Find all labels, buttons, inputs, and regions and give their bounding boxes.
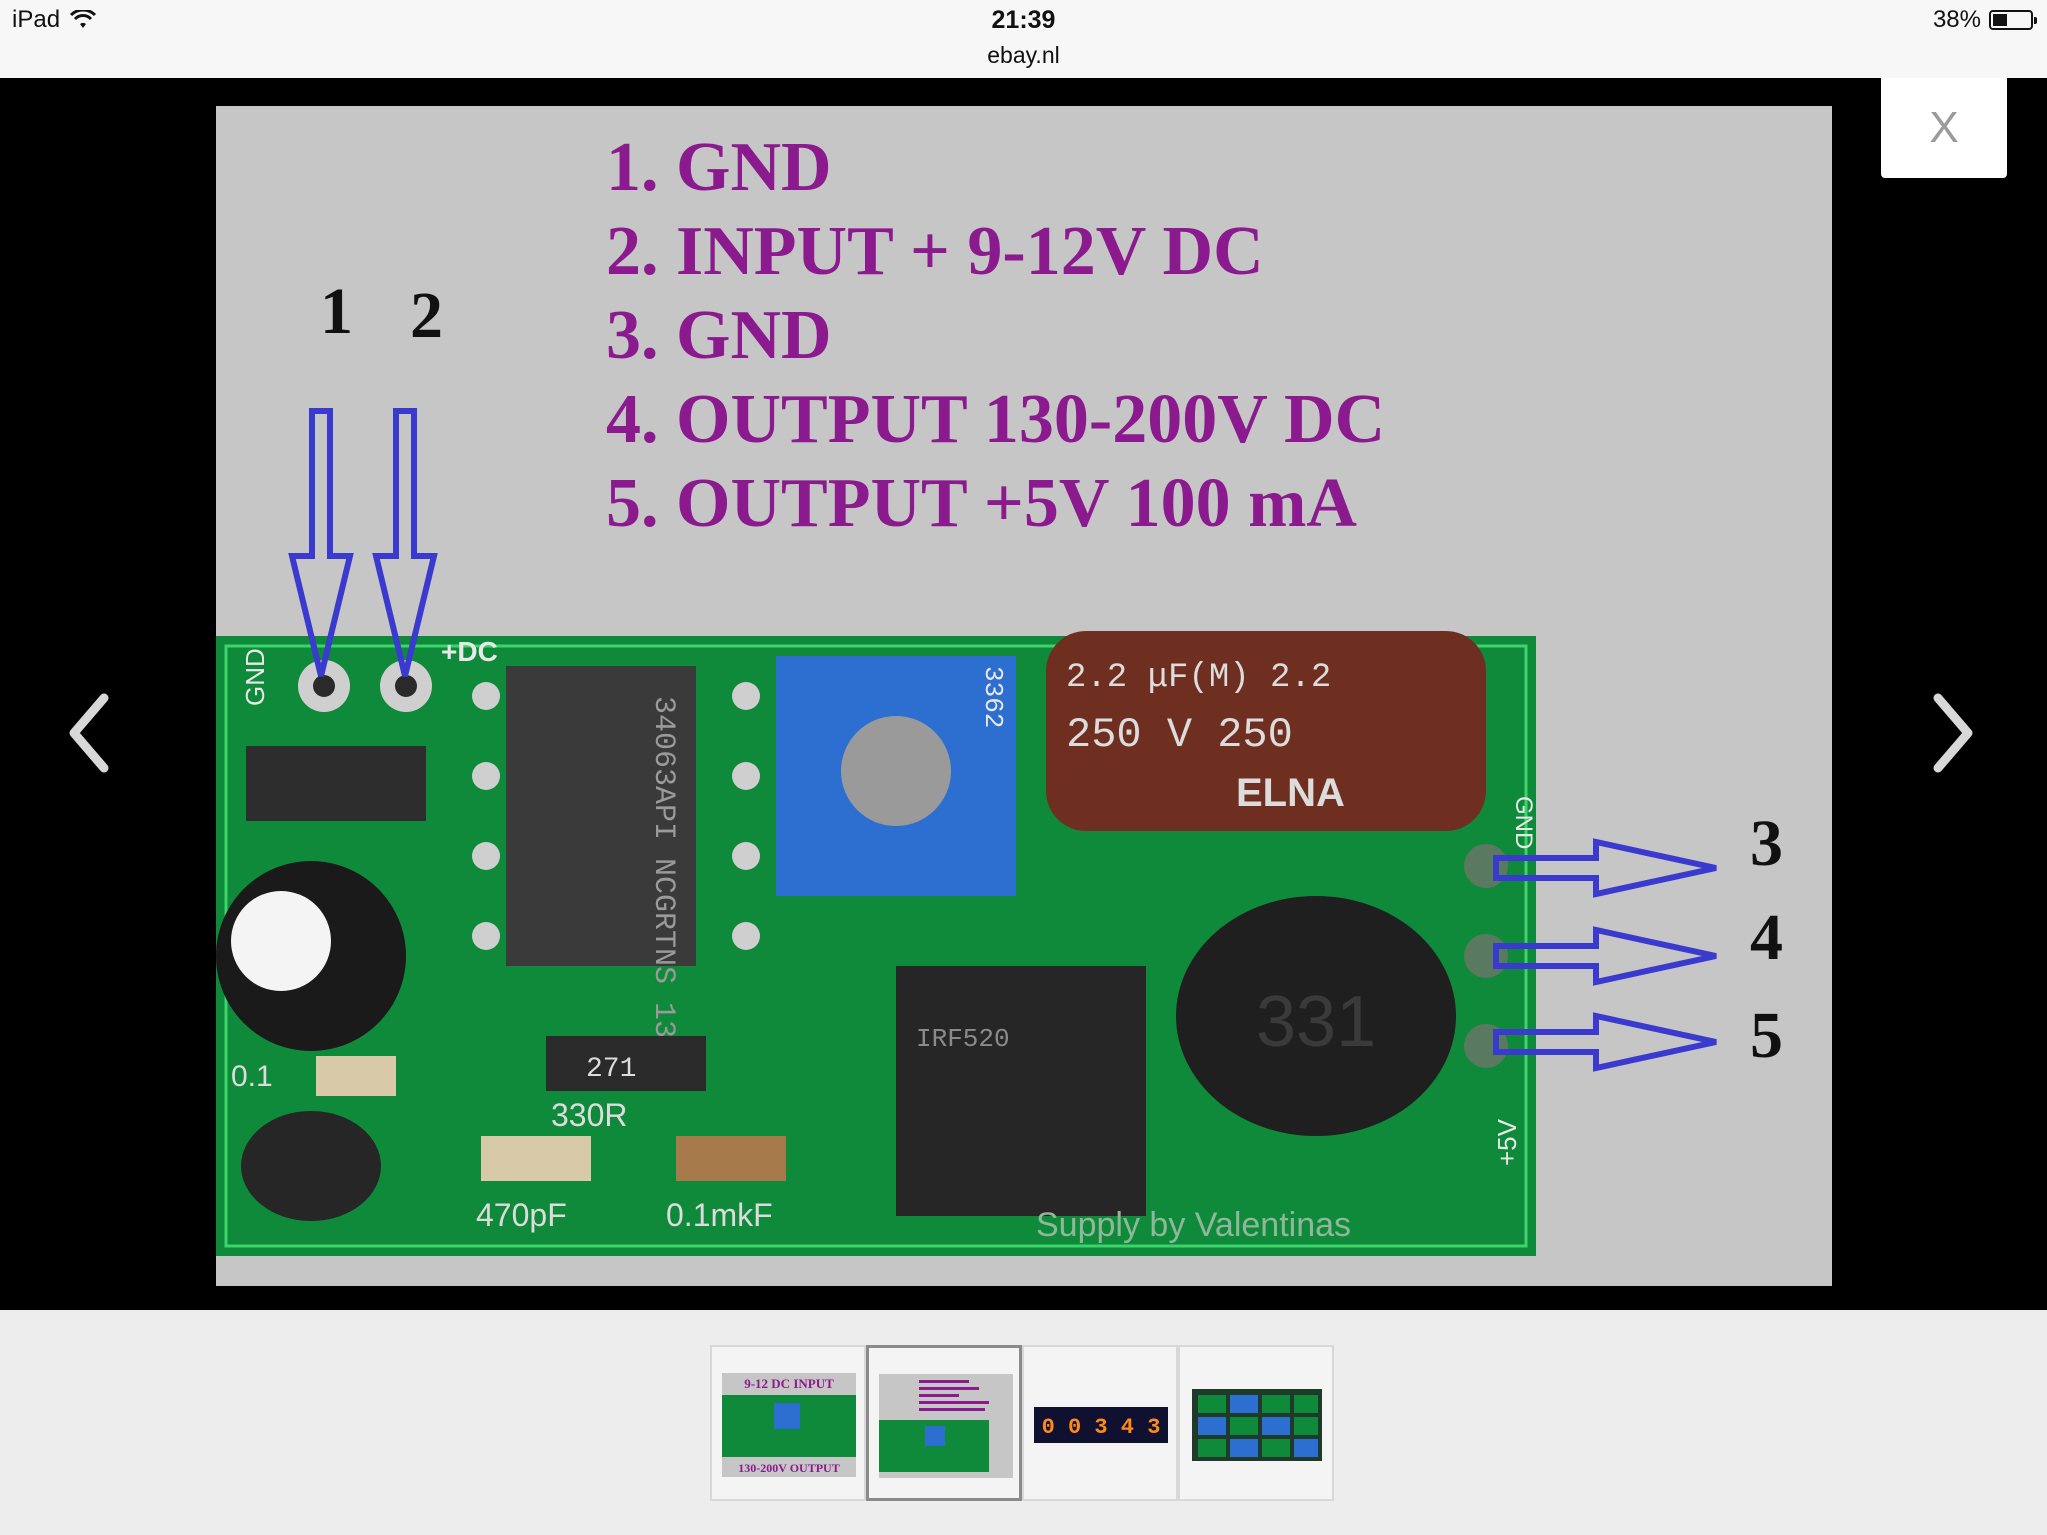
capacitor-voltage: 250 V 250 bbox=[1066, 711, 1293, 759]
arrow-pin-3 bbox=[1493, 838, 1717, 898]
ic-pin bbox=[472, 842, 500, 870]
ic-pin bbox=[732, 842, 760, 870]
smd-capacitor-0-1mkf bbox=[676, 1136, 786, 1181]
resistor-marking: 271 bbox=[586, 1054, 636, 1085]
thumbnail-caption-bottom: 130-200V OUTPUT bbox=[738, 1461, 839, 1475]
capacitor-value: 2.2 μF(M) 2.2 bbox=[1066, 659, 1331, 697]
pin-number-2: 2 bbox=[410, 279, 443, 352]
chevron-left-icon[interactable] bbox=[60, 678, 120, 788]
thumbnail-caption-top: 9-12 DC INPUT bbox=[744, 1376, 834, 1391]
pin-list-item: 1. GND bbox=[606, 129, 832, 206]
status-bar: iPad 21:39 ebay.nl 38% bbox=[0, 0, 2047, 78]
capacitor-brand: ELNA bbox=[1236, 771, 1345, 815]
ic-marking: 34063API NCGRTNS 139D bbox=[646, 696, 680, 1074]
pin-number-4: 4 bbox=[1750, 901, 1783, 974]
smd-diode bbox=[246, 746, 426, 821]
inductor-marking: 331 bbox=[1256, 982, 1376, 1062]
arrow-pin-2 bbox=[372, 408, 438, 677]
arrow-pin-5 bbox=[1493, 1012, 1717, 1072]
c2-silkscreen: 0.1mkF bbox=[666, 1197, 773, 1233]
input-capacitor-top bbox=[231, 891, 331, 991]
dc-silkscreen: +DC bbox=[441, 636, 498, 667]
thumbnail-strip: 9-12 DC INPUT 130-200V OUTPUT 0 0 3 4 3 bbox=[0, 1310, 2047, 1535]
pin-arrows bbox=[288, 408, 1717, 1072]
thumbnail-image: 9-12 DC INPUT 130-200V OUTPUT bbox=[722, 1373, 856, 1477]
pin-list-item: 4. OUTPUT 130-200V DC bbox=[606, 381, 1386, 458]
gnd-right-silkscreen: GND bbox=[1510, 796, 1536, 849]
plus5v-silkscreen: +5V bbox=[1492, 1118, 1522, 1166]
thumbnail-image: 0 0 3 4 3 bbox=[1034, 1407, 1168, 1443]
thumbnail-4[interactable] bbox=[1178, 1345, 1334, 1501]
thumbnail-1[interactable]: 9-12 DC INPUT 130-200V OUTPUT bbox=[710, 1345, 866, 1501]
thumbnail-image bbox=[879, 1374, 1013, 1478]
battery-level bbox=[1993, 14, 2007, 26]
pin-list-item: 3. GND bbox=[606, 297, 832, 374]
clock: 21:39 bbox=[991, 6, 1056, 34]
thumbnail-caption-top: 0 0 3 4 3 bbox=[1042, 1415, 1161, 1440]
status-left: iPad bbox=[12, 6, 97, 34]
ic-pin bbox=[732, 922, 760, 950]
battery-icon bbox=[1989, 10, 2037, 30]
smd-capacitor-470pf bbox=[481, 1136, 591, 1181]
electrolytic-capacitor bbox=[1046, 631, 1486, 831]
gnd-silkscreen: GND bbox=[240, 648, 270, 706]
pin-number-3: 3 bbox=[1750, 807, 1783, 880]
ic-pin bbox=[732, 762, 760, 790]
arrow-pin-1 bbox=[288, 408, 354, 677]
resistor bbox=[546, 1036, 706, 1091]
ic-pin bbox=[472, 762, 500, 790]
pin-number-1: 1 bbox=[320, 275, 353, 348]
pin-number-5: 5 bbox=[1750, 999, 1783, 1072]
close-button[interactable]: X bbox=[1881, 78, 2007, 178]
pin-list-item: 2. INPUT + 9-12V DC bbox=[606, 213, 1264, 290]
inductor bbox=[1176, 896, 1456, 1136]
arrow-pin-4 bbox=[1493, 926, 1717, 986]
image-viewer: 1. GND 2. INPUT + 9-12V DC 3. GND 4. OUT… bbox=[0, 78, 2047, 1310]
thumbnail-3[interactable]: 0 0 3 4 3 bbox=[1022, 1345, 1178, 1501]
battery-percent: 38% bbox=[1932, 6, 1981, 33]
credit-silkscreen: Supply by Valentinas bbox=[1036, 1206, 1351, 1244]
c3-silkscreen: 0.1 bbox=[231, 1060, 273, 1093]
ic-pin bbox=[732, 682, 760, 710]
status-right: 38% bbox=[1932, 6, 2037, 34]
ic-pin bbox=[472, 922, 500, 950]
smd-capacitor-0-1 bbox=[316, 1056, 396, 1096]
product-photo: 1. GND 2. INPUT + 9-12V DC 3. GND 4. OUT… bbox=[216, 106, 1832, 1286]
resistor-silkscreen: 330R bbox=[551, 1097, 628, 1133]
input-pad-hole-2 bbox=[395, 675, 417, 697]
thumbnail-image bbox=[1192, 1389, 1322, 1461]
controller-ic bbox=[506, 666, 696, 966]
thumbnail-2[interactable] bbox=[866, 1345, 1022, 1501]
c1-silkscreen: 470pF bbox=[476, 1197, 567, 1233]
input-pad-hole-1 bbox=[313, 675, 335, 697]
wifi-icon bbox=[70, 10, 97, 28]
mosfet-marking: IRF520 bbox=[916, 1024, 1010, 1054]
device-label: iPad bbox=[12, 6, 61, 33]
mosfet bbox=[896, 966, 1146, 1216]
page-url[interactable]: ebay.nl bbox=[987, 42, 1060, 68]
pin-list: 1. GND 2. INPUT + 9-12V DC 3. GND 4. OUT… bbox=[606, 126, 1385, 546]
trimmer-knob bbox=[841, 716, 951, 826]
transistor bbox=[241, 1111, 381, 1221]
pin-list-item: 5. OUTPUT +5V 100 mA bbox=[606, 465, 1357, 542]
ic-pin bbox=[472, 682, 500, 710]
chevron-right-icon[interactable] bbox=[1922, 678, 1982, 788]
trimmer-marking: 3362 bbox=[978, 666, 1008, 728]
